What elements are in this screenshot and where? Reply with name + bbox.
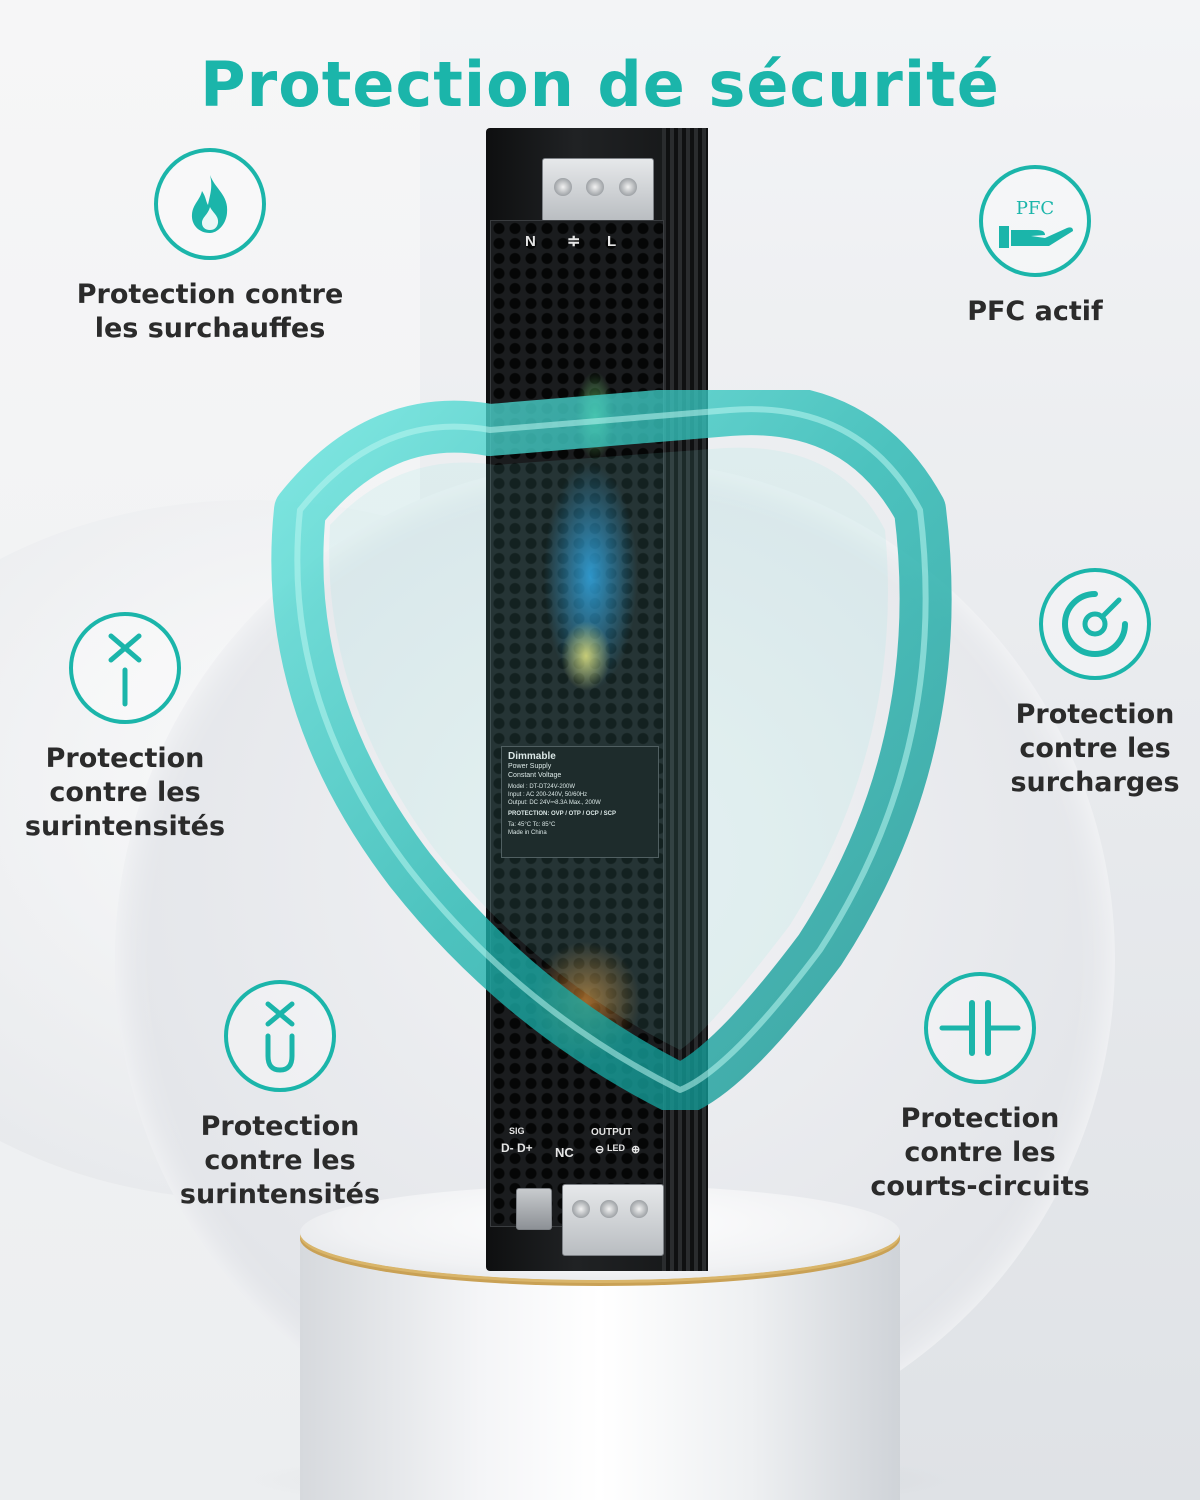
- pfc-icon-text: PFC: [1016, 198, 1054, 219]
- terminal-screw: [630, 1200, 648, 1218]
- flame-icon: [154, 148, 266, 260]
- gauge-icon: [1039, 568, 1151, 680]
- page-title: Protection de sécurité: [200, 48, 1000, 121]
- spec-made-in: Made in China: [508, 830, 547, 836]
- spec-protection: PROTECTION: OVP / OTP / OCP / SCP: [508, 811, 617, 817]
- shield-fill: [329, 447, 888, 1050]
- spec-output: Output: DC 24V⎓8.3A Max., 200W: [508, 800, 601, 806]
- feature-label: Protection contre les surintensités: [24, 743, 226, 842]
- led-label: LED: [607, 1143, 625, 1153]
- feature-label: Protection contre les surchauffes: [76, 279, 344, 344]
- label-subtitle: Power Supply: [508, 763, 552, 770]
- signal-connector: [516, 1188, 552, 1230]
- output-label: OUTPUT: [591, 1127, 633, 1138]
- feature-overvoltage-protection: Protection contre les surintensités: [165, 980, 395, 1212]
- terminal-screw: [600, 1200, 618, 1218]
- terminal-screw: [619, 178, 637, 196]
- voltage-xu-icon: [224, 980, 336, 1092]
- product-spec-label: Dimmable Power Supply Constant Voltage M…: [501, 746, 659, 858]
- terminal-screw: [586, 178, 604, 196]
- spec-input: Input : AC 200-240V, 50/60Hz: [508, 792, 588, 798]
- current-x-icon: [69, 612, 181, 724]
- sig-label: SIG: [509, 1126, 525, 1136]
- label-mode: Constant Voltage: [508, 772, 562, 779]
- label-title: Dimmable: [508, 751, 556, 762]
- terminal-screw: [572, 1200, 590, 1218]
- feature-overcurrent-protection: Protection contre les surintensités: [20, 612, 230, 844]
- spec-model: Model : DT-DT24V-200W: [508, 784, 576, 790]
- feature-label: PFC actif: [967, 296, 1103, 327]
- terminal-label-ground: ≑: [567, 233, 581, 250]
- feature-overheat-protection: Protection contre les surchauffes: [60, 148, 360, 346]
- terminal-label-l: L: [607, 233, 617, 250]
- pfc-hand-icon: PFC: [979, 165, 1091, 277]
- feature-overload-protection: Protection contre les surcharges: [990, 568, 1200, 800]
- component-glow-yellow: [561, 621, 611, 691]
- terminal-label-n: N: [525, 233, 536, 250]
- output-terminal-block: [562, 1184, 664, 1256]
- nc-label: NC: [555, 1145, 574, 1160]
- feature-label: Protection contre les courts-circuits: [870, 1103, 1090, 1202]
- feature-short-circuit-protection: Protection contre les courts-circuits: [870, 972, 1090, 1204]
- output-minus-symbol: ⊖: [595, 1144, 605, 1156]
- feature-label: Protection contre les surintensités: [179, 1111, 381, 1210]
- sig-pins: D- D+: [501, 1141, 533, 1155]
- capacitor-icon: [924, 972, 1036, 1084]
- terminal-screw: [554, 178, 572, 196]
- shield-graphic: [271, 390, 952, 1110]
- feature-label: Protection contre les surcharges: [1010, 699, 1180, 798]
- output-plus-symbol: ⊕: [631, 1144, 641, 1156]
- shield-outline-highlight: [294, 406, 929, 1093]
- feature-active-pfc: PFC PFC actif: [900, 165, 1170, 329]
- spec-temperature: Ta: 45°C Tc: 85°C: [508, 822, 556, 828]
